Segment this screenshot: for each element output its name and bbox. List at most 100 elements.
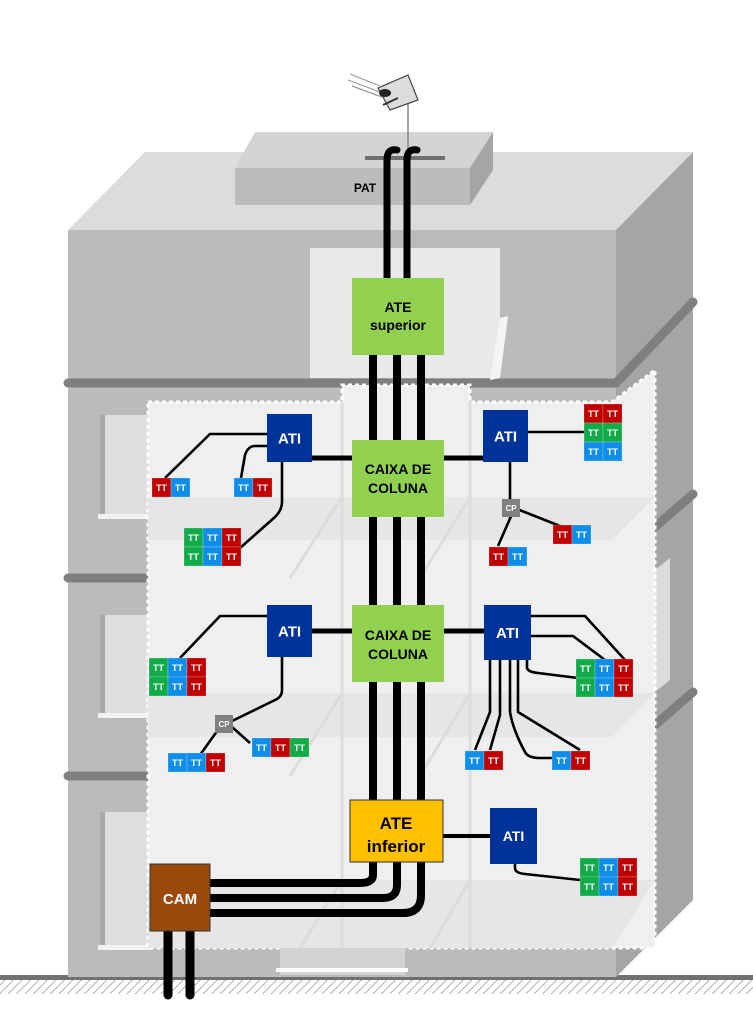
tt-label: TT <box>153 682 164 692</box>
ati-label: ATI <box>278 623 301 640</box>
ground <box>0 975 753 994</box>
tt-outlet-group: TT TT TT <box>167 752 226 773</box>
tt-label: TT <box>580 683 591 693</box>
tt-label: TT <box>622 882 633 892</box>
tt-label: TT <box>512 552 523 562</box>
ate-inferior-label-2: inferior <box>367 837 426 856</box>
tt-label: TT <box>238 483 249 493</box>
ati-label: ATI <box>496 625 519 642</box>
cam-box: CAM <box>149 863 211 932</box>
tt-label: TT <box>294 743 305 753</box>
tt-outlet <box>507 546 528 567</box>
caixa-coluna-label-2: COLUNA <box>368 646 428 662</box>
tt-label: TT <box>257 483 268 493</box>
tt-outlet-group: TT TT TT TT TT TT <box>579 857 638 897</box>
tt-label: TT <box>226 533 237 543</box>
riser-cables <box>163 146 492 1000</box>
tt-outlet <box>617 876 638 897</box>
ati-box: ATI <box>267 605 312 657</box>
tt-label: TT <box>622 863 633 873</box>
tt-label: TT <box>172 758 183 768</box>
ate-superior-box: ATE superior <box>352 278 444 355</box>
tt-label: TT <box>588 447 599 457</box>
tt-label: TT <box>607 428 618 438</box>
ate-superior-label-2: superior <box>370 317 427 333</box>
tt-label: TT <box>588 428 599 438</box>
tt-label: TT <box>188 533 199 543</box>
pat-label: PAT <box>354 181 377 195</box>
ati-box: ATI <box>483 410 528 462</box>
ati-label: ATI <box>494 428 517 445</box>
tt-label: TT <box>175 483 186 493</box>
caixa-coluna-label-1: CAIXA DE <box>365 627 431 643</box>
tt-label: TT <box>256 743 267 753</box>
tt-label: TT <box>210 758 221 768</box>
tt-label: TT <box>191 682 202 692</box>
tt-outlet <box>252 477 273 498</box>
tt-label: TT <box>191 758 202 768</box>
ati-box: ATI <box>267 414 312 462</box>
tt-label: TT <box>226 552 237 562</box>
tt-label: TT <box>207 533 218 543</box>
tt-label: TT <box>469 756 480 766</box>
tt-label: TT <box>584 863 595 873</box>
tt-outlet-group: TT TT TT TT TT TT <box>583 403 623 462</box>
tt-label: TT <box>599 683 610 693</box>
tt-label: TT <box>191 663 202 673</box>
tt-outlet-group: TT TT TT TT TT TT <box>148 657 207 697</box>
tt-label: TT <box>153 663 164 673</box>
tt-label: TT <box>603 863 614 873</box>
tt-outlet <box>205 752 226 773</box>
cp-label: CP <box>505 504 517 513</box>
tt-outlet-group: TT TT <box>151 477 191 498</box>
tt-label: TT <box>172 663 183 673</box>
tt-outlet-group: TT TT <box>233 477 273 498</box>
tt-label: TT <box>172 682 183 692</box>
tt-label: TT <box>576 530 587 540</box>
tt-outlet <box>289 737 310 758</box>
pat-box: PAT <box>235 132 493 205</box>
tt-label: TT <box>607 409 618 419</box>
tt-label: TT <box>588 409 599 419</box>
tt-outlet <box>186 676 207 697</box>
ate-inferior-label-1: ATE <box>380 814 413 833</box>
antenna-icon <box>347 73 419 160</box>
tt-outlet-group: TT TT <box>464 750 504 771</box>
drop-wires <box>164 430 626 882</box>
tt-outlet <box>602 441 623 462</box>
tt-label: TT <box>556 756 567 766</box>
caixa-coluna-upper: CAIXA DE COLUNA <box>352 440 444 517</box>
tt-outlet <box>221 546 242 567</box>
ate-inferior-box: ATE inferior <box>349 799 444 863</box>
tt-label: TT <box>156 483 167 493</box>
caixa-coluna-label-1: CAIXA DE <box>365 461 431 477</box>
ati-label: ATI <box>278 430 301 447</box>
tt-outlet <box>613 677 634 698</box>
tt-label: TT <box>575 756 586 766</box>
tt-label: TT <box>584 882 595 892</box>
tt-outlet <box>570 750 591 771</box>
tt-outlet-group: TT TT <box>551 750 591 771</box>
cp-box: CP <box>502 499 520 517</box>
tt-label: TT <box>618 664 629 674</box>
tt-label: TT <box>580 664 591 674</box>
caixa-coluna-label-2: COLUNA <box>368 480 428 496</box>
ati-box: ATI <box>484 605 531 660</box>
cp-box: CP <box>215 715 233 733</box>
tt-label: TT <box>607 447 618 457</box>
tt-label: TT <box>603 882 614 892</box>
tt-label: TT <box>488 756 499 766</box>
tt-outlet <box>170 477 191 498</box>
tt-label: TT <box>493 552 504 562</box>
cp-label: CP <box>218 720 230 729</box>
tt-outlet <box>571 524 592 545</box>
ate-superior-label-1: ATE <box>385 299 412 315</box>
tt-outlet <box>483 750 504 771</box>
tt-outlet-group: TT TT <box>488 546 528 567</box>
cam-label: CAM <box>163 891 197 908</box>
